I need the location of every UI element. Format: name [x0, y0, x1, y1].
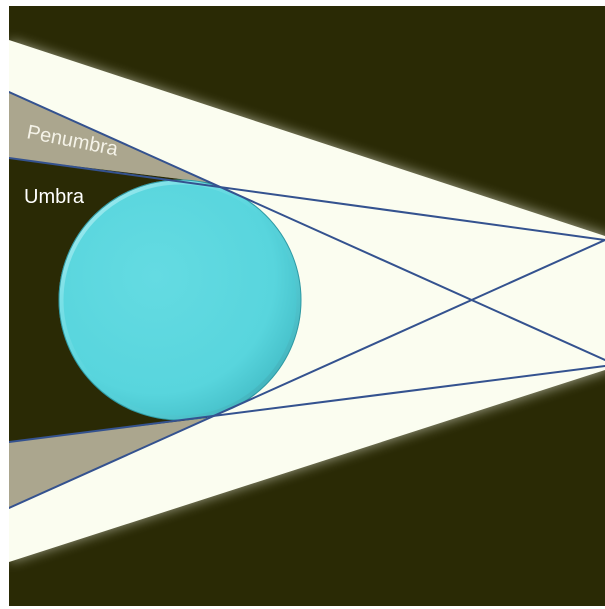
sphere [59, 180, 301, 420]
umbra-label: Umbra [24, 186, 85, 208]
